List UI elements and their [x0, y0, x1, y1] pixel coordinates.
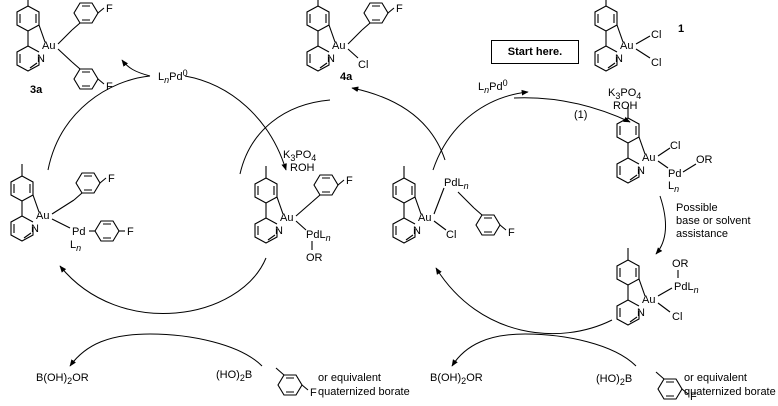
arc-boronic-in-left	[149, 333, 263, 367]
atom-f: F	[106, 3, 113, 15]
reagent-k3po4-middle: K3PO4 ROH	[283, 149, 316, 174]
byproduct-left: B(OH)2OR	[36, 372, 89, 386]
arc-left-to-3a	[121, 59, 151, 77]
svg-text:ROH: ROH	[290, 162, 315, 174]
reagent-boronic-acid-right: (HO)2B F	[596, 371, 697, 403]
svg-text:PdLn: PdLn	[306, 229, 331, 243]
svg-text:PdLn: PdLn	[674, 281, 699, 295]
svg-text:B(OH)2OR: B(OH)2OR	[430, 372, 483, 386]
svg-text:(HO)2B: (HO)2B	[596, 373, 632, 387]
arc-lnpd0-to-middle	[184, 75, 287, 171]
compound-4a: Au N F Cl	[306, 0, 403, 72]
arc-step1-to-lower	[655, 195, 666, 255]
compound-label-4a: 4a	[340, 71, 353, 83]
atom-n: N	[31, 223, 39, 235]
svg-text:F: F	[690, 391, 697, 403]
start-here-label: Start here.	[507, 46, 563, 58]
atom-n: N	[37, 53, 45, 65]
compound-1: Au N Cl Cl	[594, 0, 661, 72]
step-label-1: (1)	[574, 109, 587, 121]
atom-cl: Cl	[358, 59, 368, 71]
arc-lower-right-cycle	[435, 267, 613, 335]
start-here-box: Start here.	[491, 40, 579, 64]
atom-f: F	[396, 3, 403, 15]
arc-lnpd0-to-step1	[513, 97, 631, 123]
atom-pd: Pd	[72, 226, 85, 238]
atom-f: F	[106, 81, 113, 93]
atom-au: Au	[42, 40, 55, 52]
atom-cl: Cl	[651, 29, 661, 41]
or-equivalent-left: or equivalent quaternized borate	[318, 372, 410, 398]
svg-text:Possible: Possible	[676, 202, 718, 214]
byproduct-right: B(OH)2OR	[430, 372, 483, 386]
reagent-k3po4-right: K3PO4 ROH	[608, 87, 641, 112]
intermediate-au-pdln-or-cl: Au N PdLn OR Cl	[616, 247, 699, 326]
atom-n: N	[275, 225, 283, 237]
atom-f: F	[508, 227, 515, 239]
intermediate-au-pd-fphen: Au N F Pd F Ln	[10, 163, 134, 253]
atom-au: Au	[36, 210, 49, 222]
atom-au: Au	[280, 212, 293, 224]
atom-au: Au	[620, 40, 633, 52]
arc-byproduct-out-left	[69, 333, 151, 367]
atom-n: N	[413, 225, 421, 237]
atom-f: F	[346, 175, 353, 187]
arc-boronic-in-right	[524, 333, 637, 367]
arc-4a-to-middle	[239, 99, 331, 175]
arc-center-to-lnpd0	[432, 89, 529, 171]
atom-au: Au	[642, 152, 655, 164]
or-equivalent-right: or equivalent quaternized borate	[684, 372, 776, 398]
atom-or: OR	[696, 154, 713, 166]
svg-text:(HO)2B: (HO)2B	[216, 369, 252, 383]
atom-n: N	[637, 165, 645, 177]
atom-au: Au	[418, 212, 431, 224]
svg-text:K3PO4: K3PO4	[608, 87, 641, 101]
atom-f: F	[108, 173, 115, 185]
atom-n: N	[327, 53, 335, 65]
lnpd0-right: LnPd0	[478, 78, 508, 95]
intermediate-au-cl-pd-or: Au N Cl Pd OR Ln	[616, 105, 713, 194]
atom-n: N	[637, 307, 645, 319]
svg-text:B(OH)2OR: B(OH)2OR	[36, 372, 89, 386]
svg-text:Ln: Ln	[70, 239, 81, 253]
atom-cl: Cl	[670, 140, 680, 152]
compound-label-1: 1	[678, 23, 684, 35]
atom-or: OR	[672, 258, 689, 270]
arc-byproduct-out-right	[451, 333, 526, 367]
svg-text:quaternized borate: quaternized borate	[684, 386, 776, 398]
svg-text:or equivalent: or equivalent	[684, 372, 747, 384]
reagent-boronic-acid-left: (HO)2B F	[216, 367, 317, 399]
arc-left-top	[47, 75, 151, 171]
atom-f: F	[127, 226, 134, 238]
atom-pd: Pd	[668, 168, 681, 180]
atom-n: N	[615, 53, 623, 65]
atom-cl: Cl	[651, 57, 661, 69]
arc-lower-left-cycle	[59, 257, 267, 314]
atom-cl: Cl	[672, 311, 682, 323]
svg-text:Ln: Ln	[668, 180, 679, 194]
svg-text:F: F	[310, 387, 317, 399]
svg-text:base or solvent: base or solvent	[676, 215, 751, 227]
svg-text:or equivalent: or equivalent	[318, 372, 381, 384]
svg-text:PdLn: PdLn	[444, 177, 469, 191]
atom-cl: Cl	[446, 229, 456, 241]
assistance-note: Possible base or solvent assistance	[676, 202, 751, 240]
atom-au: Au	[642, 294, 655, 306]
svg-text:LnPd0: LnPd0	[158, 68, 188, 85]
compound-3a: Au N F F	[16, 0, 113, 93]
compound-label-3a: 3a	[30, 84, 43, 96]
atom-or: OR	[306, 252, 323, 264]
svg-text:K3PO4: K3PO4	[283, 149, 316, 163]
arc-center-to-4a	[351, 86, 446, 161]
intermediate-au-pdln-or: Au N F PdLn OR	[254, 165, 353, 264]
svg-text:ROH: ROH	[613, 100, 638, 112]
atom-au: Au	[332, 40, 345, 52]
intermediate-au-cl-pdln-fphen: Au N PdLn F Cl	[392, 165, 515, 244]
svg-text:quaternized borate: quaternized borate	[318, 386, 410, 398]
svg-text:assistance: assistance	[676, 228, 728, 240]
svg-text:LnPd0: LnPd0	[478, 78, 508, 95]
lnpd0-left: LnPd0	[158, 68, 188, 85]
